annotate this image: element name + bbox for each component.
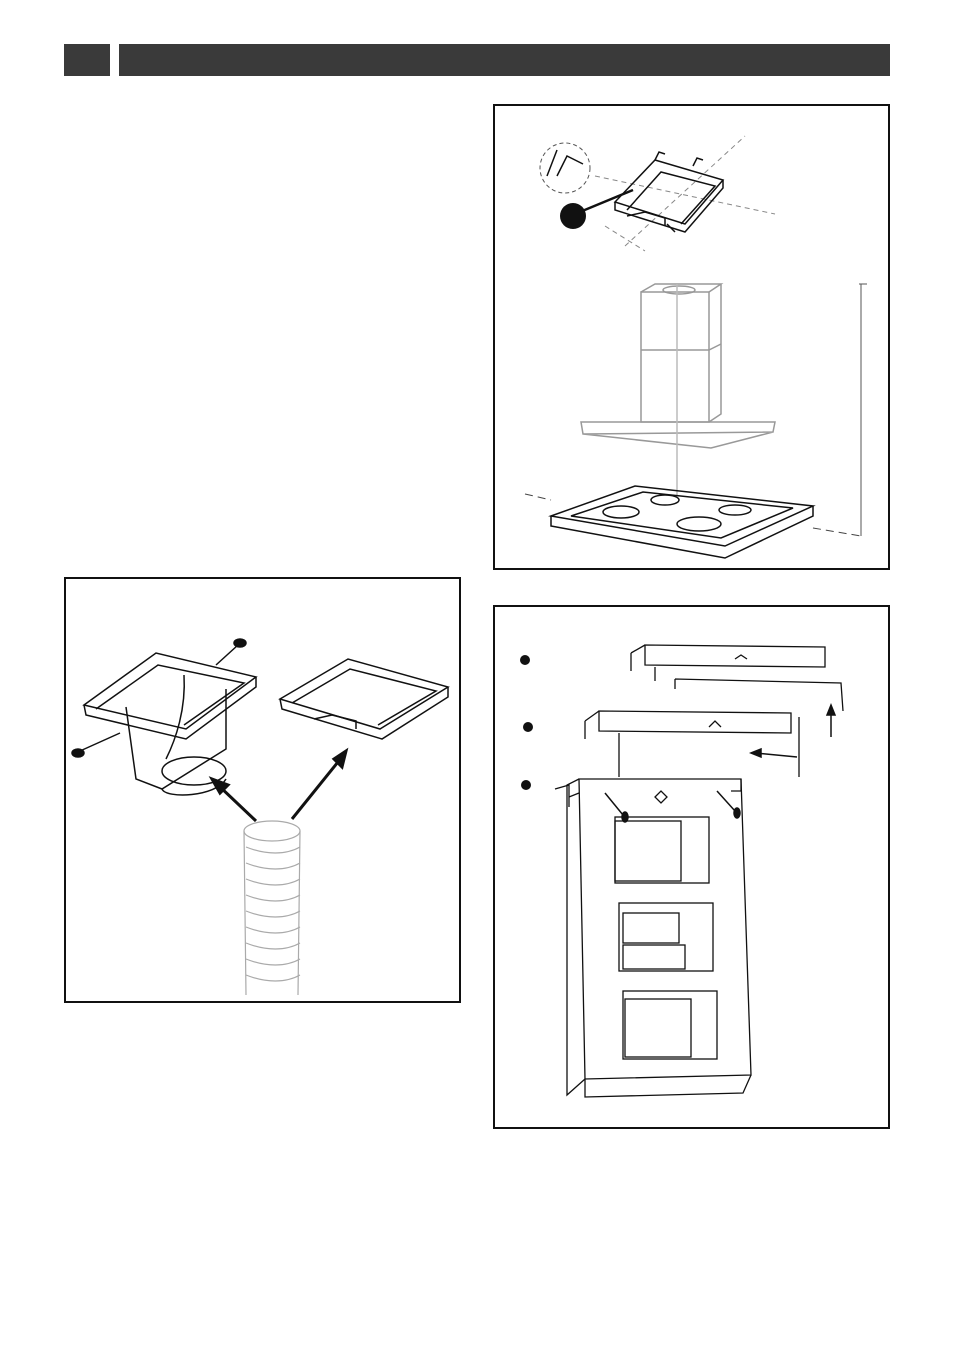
- cooktop: [551, 486, 813, 558]
- hood-body: [581, 284, 775, 496]
- page-number-tab: [64, 44, 110, 76]
- step-marker-3: [521, 780, 531, 790]
- figure-duct-connection: [64, 577, 461, 1003]
- figure-hood-installation: [493, 104, 890, 570]
- empty-bracket: [280, 659, 448, 739]
- upper-bracket: [631, 645, 843, 711]
- figure-chimney-assembly: [493, 605, 890, 1129]
- bracket-with-adapter: [84, 653, 256, 795]
- callout-marker: [560, 203, 586, 229]
- chimney-panel: [555, 779, 751, 1097]
- step-marker-1: [520, 655, 530, 665]
- middle-bracket: [585, 711, 799, 777]
- hood-installation-illustration: [495, 106, 888, 568]
- arrow-icon: [212, 751, 346, 821]
- duct-icon: [244, 821, 300, 995]
- detail-zoom-circle: [540, 143, 590, 193]
- duct-connection-illustration: [66, 579, 459, 1001]
- header-bar: [119, 44, 890, 76]
- step-marker-2: [523, 722, 533, 732]
- chimney-assembly-illustration: [495, 607, 888, 1127]
- screw-icon: [72, 639, 246, 757]
